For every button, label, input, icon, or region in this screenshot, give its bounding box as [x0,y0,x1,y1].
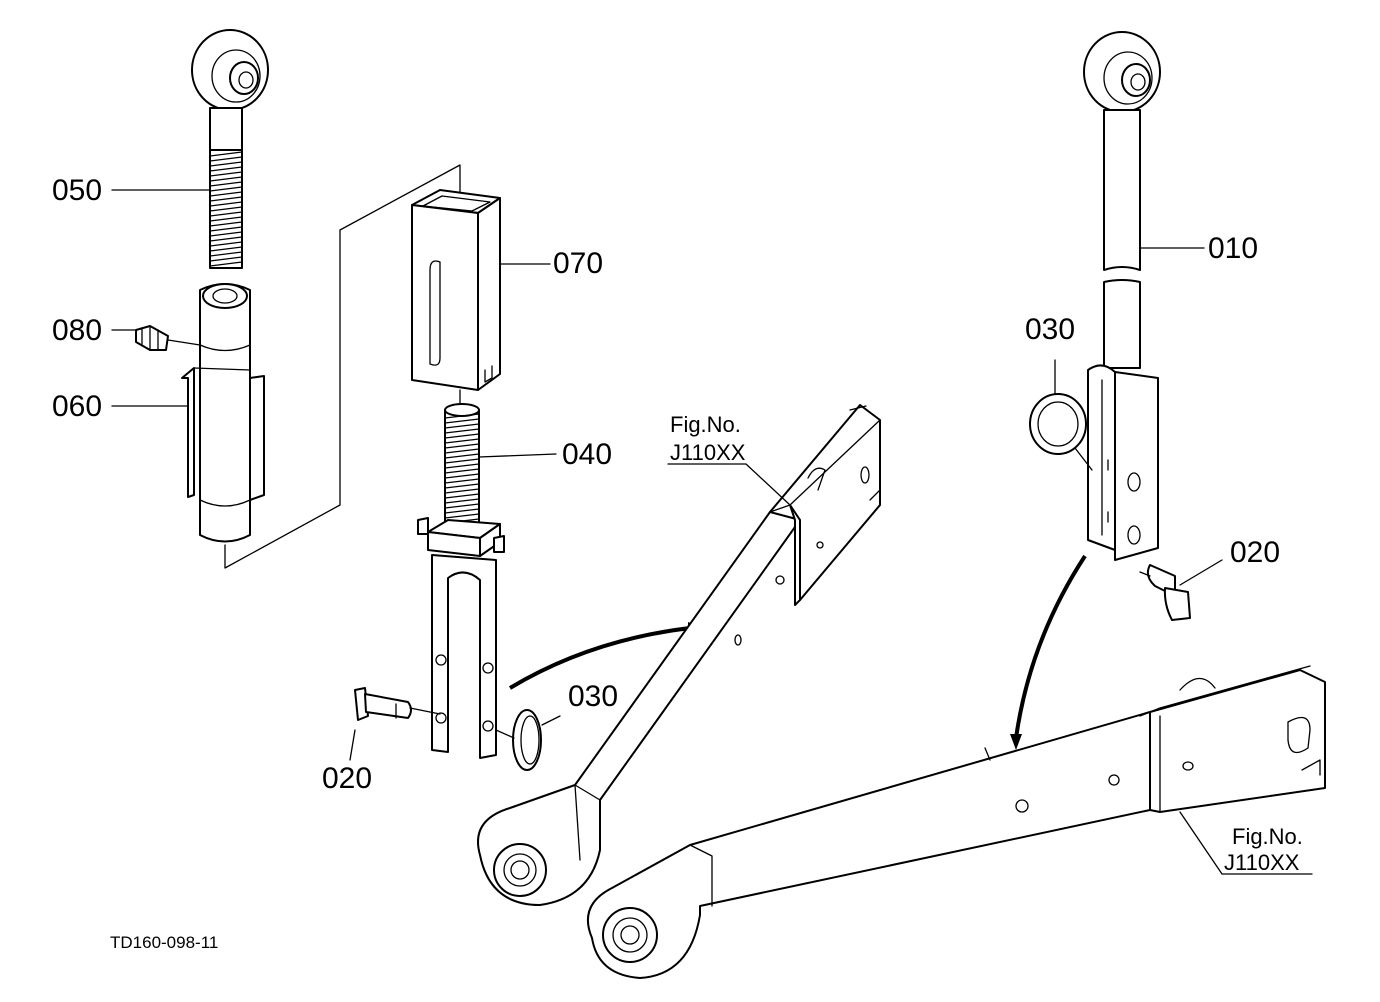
part-number-040: 040 [562,438,612,471]
thread-line [444,423,480,429]
thread-line [444,413,480,419]
thread-line [444,478,480,484]
thread-line [209,166,243,172]
part-number-060: 060 [52,390,102,423]
thread-line [209,156,243,162]
figure-reference-bottom-line1: Fig.No. [1232,824,1303,849]
part-number-070: 070 [553,247,603,280]
part-number-010: 010 [1208,232,1258,265]
thread-line [209,186,243,192]
drawing-code: TD160-098-11 [110,933,218,952]
thread-line [209,251,243,257]
pin-020-left [349,687,441,761]
lower-link-right [587,665,1326,979]
thread-line [209,221,243,227]
thread-line [209,261,243,267]
adjusting-rod-040 [417,403,505,759]
thread-line [209,161,243,167]
thread-line [444,438,480,444]
leader-lines [111,189,1313,875]
thread-line [209,211,243,217]
thread-line [209,231,243,237]
part-number-020-left: 020 [322,762,372,795]
thread-line [444,468,480,474]
thread-line [444,463,480,469]
part-number-030-left: 030 [568,680,618,713]
assembly-arrow-right [1010,554,1087,750]
thread-line [444,508,480,514]
figure-reference-bottom-line2: J110XX [1224,850,1300,875]
thread-line [444,493,480,499]
thread-line [444,488,480,494]
thread-line [444,513,480,519]
ball-joint-end-050 [191,29,269,269]
thread-line [444,503,480,509]
assembly-guide-lines [224,164,461,569]
thread-line [209,226,243,232]
thread-line [209,201,243,207]
thread-line [209,241,243,247]
thread-line [209,236,243,242]
thread-line [444,498,480,504]
thread-line [209,171,243,177]
figure-reference-top-line2: J110XX [670,440,746,465]
thread-line [209,216,243,222]
square-tube-070 [411,189,501,391]
part-number-030-right: 030 [1025,313,1075,346]
thread-line [444,473,480,479]
thread-line [444,448,480,454]
part-number-050: 050 [52,174,102,207]
thread-line [209,181,243,187]
lower-link-left [477,404,881,906]
thread-line [209,191,243,197]
thread-line [209,206,243,212]
ball-joint-end-010 [1083,31,1161,561]
tube-060 [181,283,265,543]
thread-line [444,418,480,424]
thread-line [209,151,243,157]
ring-030-left [495,709,561,771]
pin-020-right [1139,559,1223,621]
thread-line [444,443,480,449]
thread-line [444,433,480,439]
thread-line [209,256,243,262]
part-number-020-right: 020 [1230,536,1280,569]
thread-line [444,428,480,434]
thread-line [209,246,243,252]
thread-line [444,453,480,459]
part-number-080: 080 [52,314,102,347]
grease-nipple-080 [135,325,201,351]
thread-line [444,483,480,489]
thread-line [209,176,243,182]
figure-reference-top-line1: Fig.No. [670,412,741,437]
ring-030-right [1029,359,1093,471]
thread-line [444,458,480,464]
thread-line [209,196,243,202]
